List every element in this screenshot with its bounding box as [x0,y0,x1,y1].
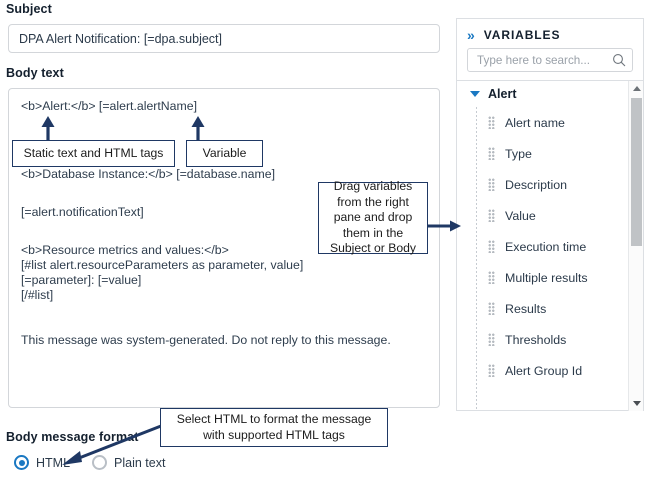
annotation-arrow-drag-variables [428,219,462,233]
scroll-down-arrow-icon[interactable] [629,396,643,411]
body-line: [=parameter]: [=value] [21,273,142,287]
body-line: <b>Resource metrics and values:</b> [21,243,229,257]
radio-label-html: HTML [36,455,71,470]
variables-scrollbar[interactable] [628,81,643,411]
variables-panel-header: » VARIABLES Type here to search... [457,19,643,81]
variables-tree-container: Alert Alert name Type Description Value [457,81,643,411]
variables-panel: » VARIABLES Type here to search... Aler [456,18,644,411]
variable-item[interactable]: Execution time [457,231,627,262]
variables-tree: Alert Alert name Type Description Value [457,81,627,411]
annotation-callout-static-text: Static text and HTML tags [12,140,175,167]
body-spacer [21,114,427,129]
annotation-arrow-select-html [56,424,164,468]
annotation-select-html-line2: with supported HTML tags [203,427,345,442]
tree-guide-line [476,107,477,411]
variable-item-label: Alert name [505,115,565,130]
drag-handle-icon[interactable] [488,271,495,284]
variable-item-label: Value [505,208,536,223]
drag-handle-icon[interactable] [488,364,495,377]
subject-label: Subject [6,2,52,16]
drag-handle-icon[interactable] [488,147,495,160]
drag-handle-icon[interactable] [488,209,495,222]
search-icon[interactable] [612,53,626,67]
variable-item[interactable]: Multiple results [457,262,627,293]
variable-item[interactable]: Type [457,138,627,169]
double-chevron-right-icon[interactable]: » [467,27,475,43]
variables-panel-title: VARIABLES [483,28,561,42]
drag-handle-icon[interactable] [488,302,495,315]
annotation-arrow-variable [190,116,206,142]
body-line: <b>Database Instance:</b> [=database.nam… [21,167,275,181]
variables-title-row: » VARIABLES [467,19,633,42]
variable-item-label: Description [505,177,567,192]
variable-item[interactable]: Description [457,169,627,200]
annotation-arrow-static-text [40,116,56,142]
annotation-select-html-line1: Select HTML to format the message [176,412,372,426]
body-line: <b>Alert:</b> [=alert.alertName] [21,99,198,113]
annotation-callout-select-html: Select HTML to format the message with s… [160,408,388,447]
scrollbar-thumb[interactable] [631,98,642,246]
radio-option-html[interactable]: HTML [14,455,70,470]
variable-item-label: Results [505,301,547,316]
variable-item[interactable]: Results [457,293,627,324]
variables-search-box[interactable]: Type here to search... [467,48,633,72]
radio-option-plain-text[interactable]: Plain text [92,455,165,470]
subject-input[interactable]: DPA Alert Notification: [=dpa.subject] [8,24,440,53]
variable-item[interactable]: Value [457,200,627,231]
annotation-callout-drag-variables: Drag variables from the right pane and d… [318,179,428,255]
scroll-up-arrow-icon[interactable] [629,81,643,96]
radio-button-plain-text[interactable] [92,455,108,470]
body-message-format-radio-group: HTML Plain text [14,455,187,470]
body-line: [#list alert.resourceParameters as param… [21,258,304,272]
radio-button-html[interactable] [14,455,29,470]
variable-item-label: Thresholds [505,332,567,347]
drag-handle-icon[interactable] [488,333,495,346]
drag-handle-icon[interactable] [488,178,495,191]
variable-item-label: Alert Group Id [505,363,583,378]
caret-down-icon[interactable] [470,91,480,97]
annotation-callout-variable: Variable [186,140,263,167]
body-message-format-label: Body message format [6,430,139,444]
drag-handle-icon[interactable] [488,116,495,129]
variable-item-label: Execution time [505,239,587,254]
body-spacer [21,303,427,318]
variable-item[interactable]: Thresholds [457,324,627,355]
variables-group-label: Alert [488,87,517,101]
body-spacer [21,318,427,333]
body-line: [=alert.notificationText] [21,205,144,219]
drag-handle-icon[interactable] [488,240,495,253]
body-line: [/#list] [21,288,54,302]
variable-item[interactable]: Alert Group Id [457,355,627,386]
radio-label-plain-text: Plain text [114,455,166,470]
body-text-label: Body text [6,66,64,80]
variables-group-alert[interactable]: Alert [457,81,627,107]
variable-item-label: Multiple results [505,270,588,285]
body-line: This message was system-generated. Do no… [21,333,391,347]
variables-search-input[interactable]: Type here to search... [477,53,591,67]
variable-item-label: Type [505,146,532,161]
variable-item[interactable]: Alert name [457,107,627,138]
